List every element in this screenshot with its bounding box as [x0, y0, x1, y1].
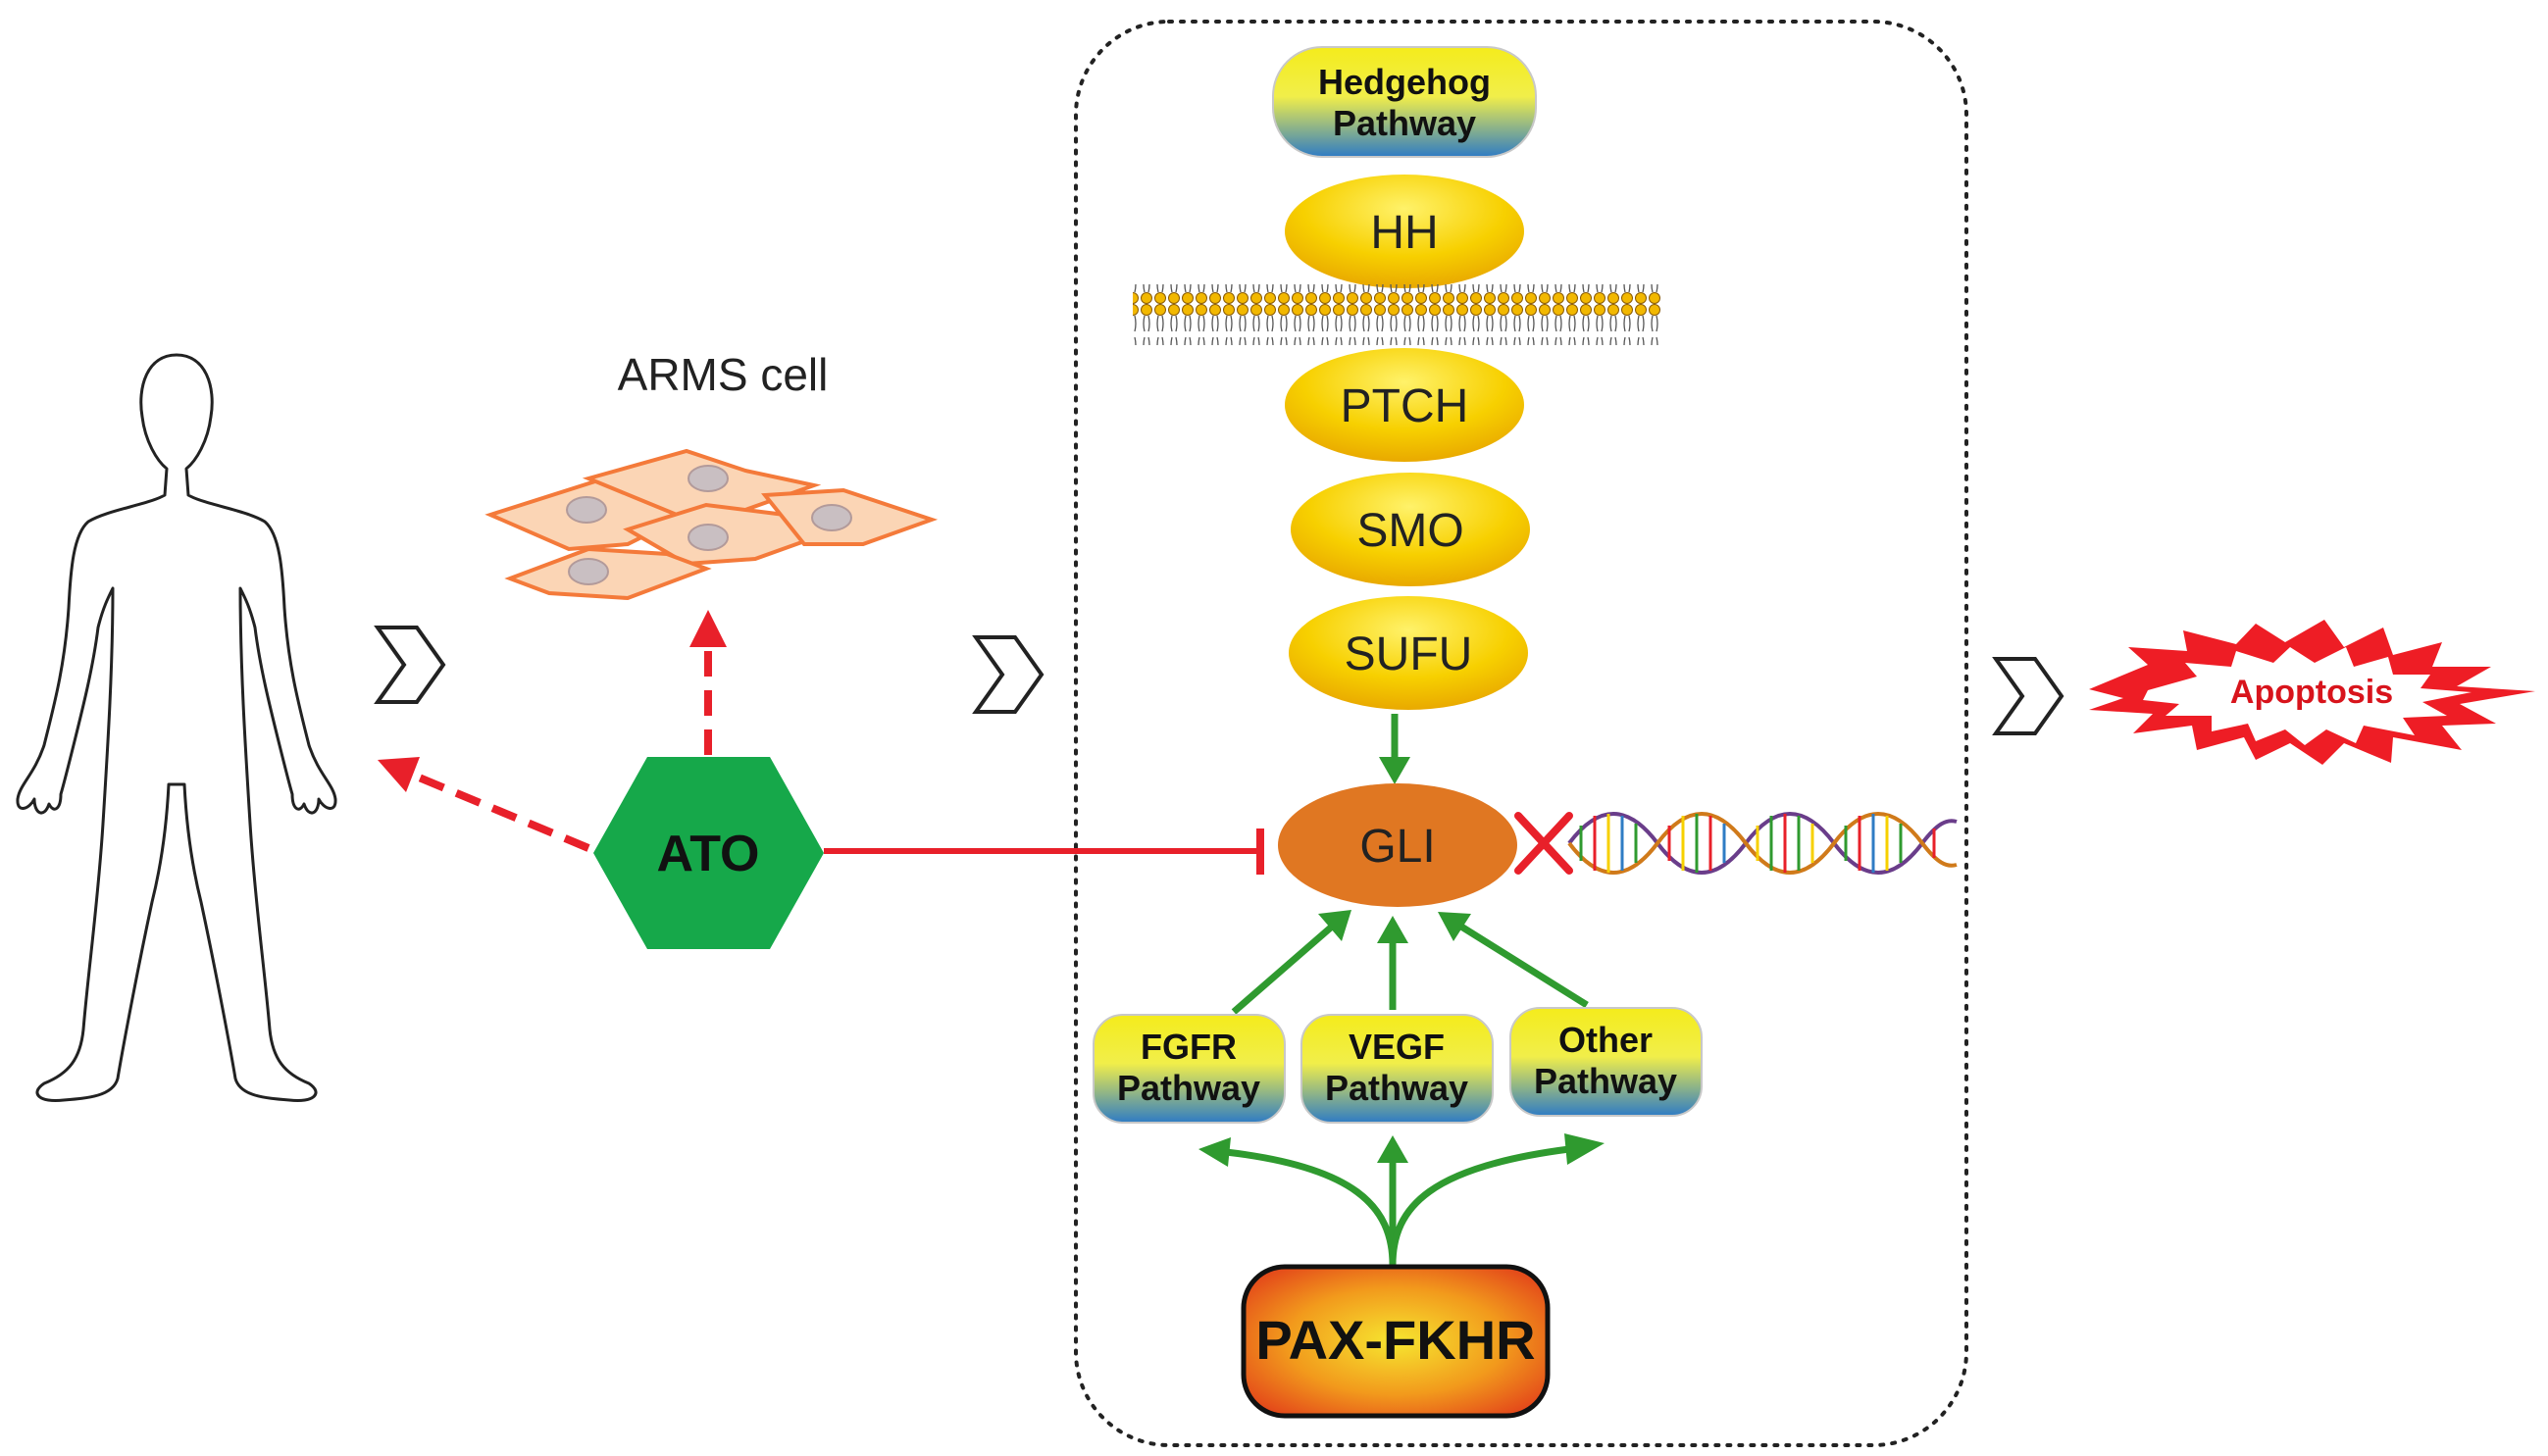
sufu-label: SUFU	[1345, 628, 1473, 680]
chevron-right-icon	[1992, 657, 2064, 735]
ato-to-cells-arrow	[689, 610, 727, 755]
other-to-gli-arrow	[1438, 912, 1589, 1008]
x-mark-icon	[1514, 812, 1573, 875]
ato-inhibits-gli	[824, 828, 1264, 875]
apoptosis-burst: Apoptosis	[2089, 620, 2535, 765]
vegf-label-line1: VEGF	[1349, 1027, 1445, 1067]
vegf-pathway-node: VEGF Pathway	[1300, 1014, 1494, 1124]
chevron-right-icon	[972, 635, 1045, 714]
pax-fkhr-node: PAX-FKHR	[1241, 1264, 1551, 1419]
smo-label: SMO	[1356, 505, 1463, 557]
dna-helix-icon	[1567, 812, 1958, 875]
arrowhead-to-vegf	[1377, 1135, 1408, 1163]
arms-cells-icon	[484, 448, 939, 601]
sufu-node: SUFU	[1289, 596, 1528, 710]
hh-node: HH	[1285, 175, 1524, 288]
gli-node: GLI	[1278, 783, 1517, 907]
other-label-line2: Pathway	[1534, 1061, 1677, 1101]
other-label-line1: Other	[1558, 1020, 1653, 1060]
arrowhead-to-fgfr	[1198, 1137, 1231, 1167]
ato-label: ATO	[657, 826, 760, 882]
hedgehog-pathway-node: Hedgehog Pathway	[1272, 46, 1537, 158]
hedgehog-pathway-label-line2: Pathway	[1333, 103, 1476, 143]
ato-to-human-arrow	[378, 757, 590, 852]
fgfr-to-gli-arrow	[1231, 910, 1351, 1015]
lipid-bilayer-icon	[1133, 284, 1662, 345]
arms-cell-label: ARMS cell	[618, 349, 829, 400]
smo-node: SMO	[1291, 473, 1530, 586]
hh-label: HH	[1370, 207, 1438, 259]
sufu-to-gli-arrow	[1379, 714, 1410, 784]
fgfr-label-line1: FGFR	[1141, 1027, 1237, 1067]
fgfr-label-line2: Pathway	[1117, 1068, 1260, 1108]
vegf-to-gli-arrow	[1377, 916, 1408, 1010]
human-silhouette-icon	[16, 353, 337, 1103]
fgfr-pathway-node: FGFR Pathway	[1093, 1014, 1286, 1124]
ptch-label: PTCH	[1341, 380, 1469, 432]
vegf-label-line2: Pathway	[1325, 1068, 1468, 1108]
chevron-right-icon	[374, 626, 446, 704]
apoptosis-label: Apoptosis	[2230, 674, 2393, 711]
pax-fkhr-branch-arrows	[1225, 1145, 1570, 1266]
hedgehog-pathway-label-line1: Hedgehog	[1318, 62, 1491, 102]
hedgehog-pathway-box	[1074, 20, 1968, 1447]
arrowhead-to-other	[1564, 1133, 1605, 1165]
ptch-node: PTCH	[1285, 348, 1524, 462]
ato-node: ATO	[593, 757, 824, 949]
other-pathway-node: Other Pathway	[1509, 1007, 1703, 1117]
gli-label: GLI	[1359, 821, 1435, 873]
pax-fkhr-label: PAX-FKHR	[1255, 1309, 1535, 1371]
